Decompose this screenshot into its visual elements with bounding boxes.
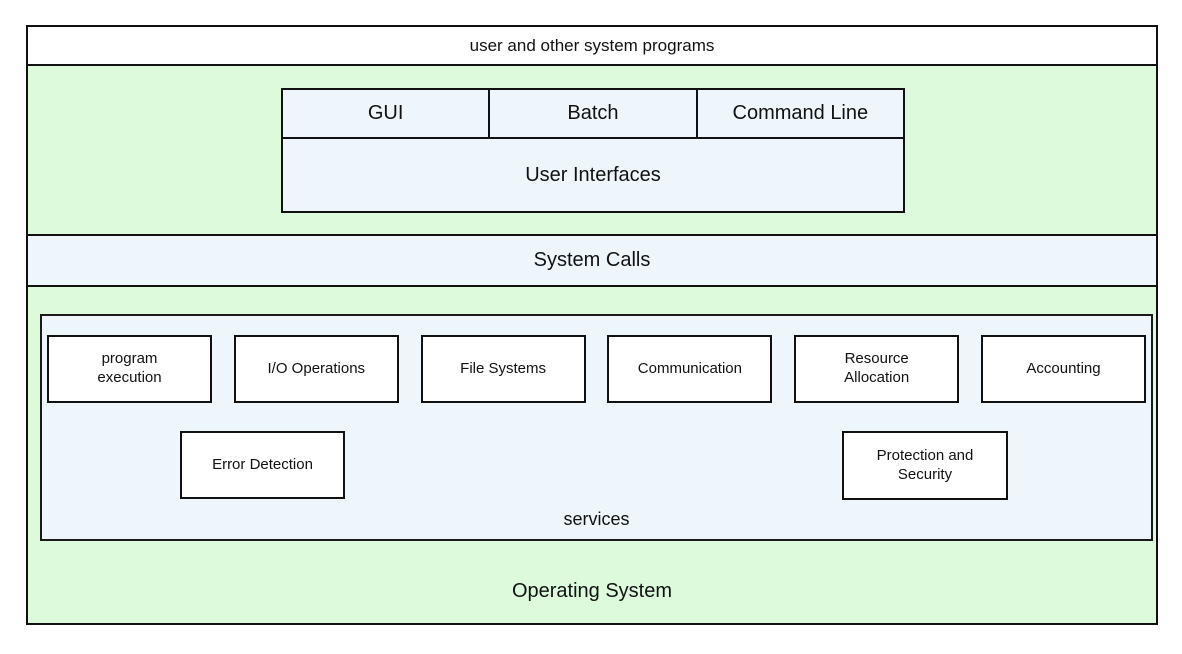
services-label: services bbox=[563, 509, 630, 529]
command-line-label: Command Line bbox=[732, 102, 869, 124]
resource-allocation-label: Resource Allocation bbox=[844, 350, 910, 386]
gui-label: GUI bbox=[367, 102, 404, 124]
ui-cell-command-line: Command Line bbox=[695, 90, 903, 137]
user-programs-bar: user and other system programs bbox=[28, 27, 1156, 66]
io-operations-label: I/O Operations bbox=[267, 359, 366, 377]
operating-system-band: program execution I/O Operations File Sy… bbox=[28, 287, 1156, 623]
user-interfaces-top-row: GUI Batch Command Line bbox=[283, 90, 903, 139]
services-row-1: program execution I/O Operations File Sy… bbox=[42, 335, 1151, 403]
accounting-label: Accounting bbox=[1026, 359, 1101, 377]
service-io-operations: I/O Operations bbox=[233, 335, 399, 403]
user-interfaces-box: GUI Batch Command Line User Interfaces bbox=[281, 88, 905, 213]
system-calls-bar: System Calls bbox=[28, 236, 1156, 287]
ui-cell-gui: GUI bbox=[283, 90, 488, 137]
service-protection-security: Protection and Security bbox=[842, 431, 1008, 500]
service-resource-allocation: Resource Allocation bbox=[794, 335, 960, 403]
user-programs-label: user and other system programs bbox=[469, 35, 715, 55]
service-communication: Communication bbox=[607, 335, 773, 403]
user-interfaces-label: User Interfaces bbox=[525, 163, 661, 186]
service-accounting: Accounting bbox=[980, 335, 1146, 403]
file-systems-label: File Systems bbox=[460, 359, 547, 377]
batch-label: Batch bbox=[567, 102, 619, 124]
service-error-detection: Error Detection bbox=[180, 431, 345, 499]
service-program-execution: program execution bbox=[47, 335, 212, 403]
user-interfaces-title-row: User Interfaces bbox=[283, 139, 903, 211]
system-calls-label: System Calls bbox=[533, 249, 651, 271]
ui-cell-batch: Batch bbox=[488, 90, 695, 137]
user-interfaces-band: GUI Batch Command Line User Interfaces bbox=[28, 66, 1156, 236]
operating-system-label: Operating System bbox=[511, 580, 673, 602]
error-detection-label: Error Detection bbox=[212, 455, 313, 473]
services-box: program execution I/O Operations File Sy… bbox=[40, 314, 1153, 541]
program-execution-label: program execution bbox=[97, 350, 162, 386]
os-architecture-diagram: user and other system programs GUI Batch… bbox=[26, 25, 1158, 625]
communication-label: Communication bbox=[637, 359, 742, 377]
protection-security-label: Protection and Security bbox=[876, 446, 974, 483]
service-file-systems: File Systems bbox=[420, 335, 586, 403]
